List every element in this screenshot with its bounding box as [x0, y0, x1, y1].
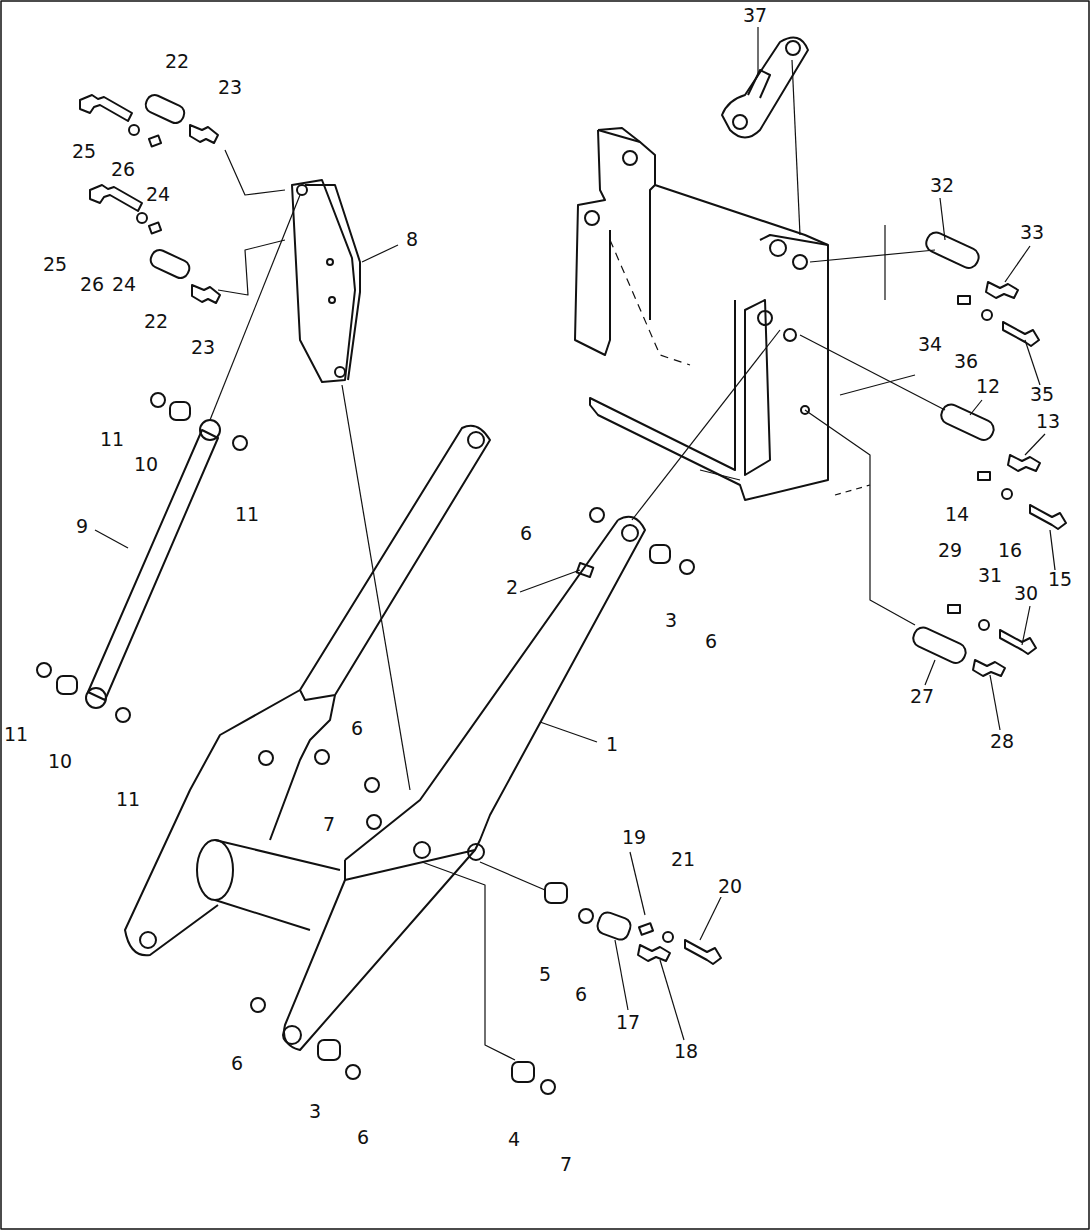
callout-number: 23	[190, 338, 216, 358]
callout-number: 9	[75, 517, 89, 537]
callout-number: 37	[742, 6, 768, 26]
callout-number: 36	[953, 352, 979, 372]
callout-number: 34	[917, 335, 943, 355]
callout-number: 21	[670, 850, 696, 870]
leader-lines	[95, 27, 1055, 1040]
callout-number: 3	[664, 611, 678, 631]
callout-number: 6	[574, 985, 588, 1005]
callout-number: 35	[1029, 385, 1055, 405]
callout-number: 15	[1047, 570, 1073, 590]
callout-number: 3	[308, 1102, 322, 1122]
pins	[800, 225, 1066, 676]
callout-number: 8	[405, 230, 419, 250]
callout-number: 13	[1035, 412, 1061, 432]
callout-number: 25	[71, 142, 97, 162]
callout-number: 24	[111, 275, 137, 295]
lever	[125, 426, 490, 956]
callout-number: 30	[1013, 584, 1039, 604]
callout-number: 6	[519, 524, 533, 544]
callout-number: 18	[673, 1042, 699, 1062]
callout-number: 27	[909, 687, 935, 707]
callout-number: 6	[356, 1128, 370, 1148]
callout-number: 7	[559, 1155, 573, 1175]
callout-number: 7	[322, 815, 336, 835]
callout-number: 22	[164, 52, 190, 72]
callout-number: 29	[937, 541, 963, 561]
callout-number: 10	[47, 752, 73, 772]
callout-number: 31	[977, 566, 1003, 586]
callout-number: 33	[1019, 223, 1045, 243]
link-plate	[722, 38, 808, 236]
callout-number: 11	[115, 790, 141, 810]
callout-number: 4	[507, 1130, 521, 1150]
callout-number: 26	[79, 275, 105, 295]
rod	[37, 393, 247, 722]
callout-number: 6	[704, 632, 718, 652]
callout-number: 11	[99, 430, 125, 450]
callout-number: 6	[230, 1054, 244, 1074]
callout-number: 28	[989, 732, 1015, 752]
callout-number: 6	[350, 719, 364, 739]
callout-number: 12	[975, 377, 1001, 397]
callout-number: 11	[3, 725, 29, 745]
callout-number: 2	[505, 578, 519, 598]
callout-number: 19	[621, 828, 647, 848]
callout-number: 16	[997, 541, 1023, 561]
callout-number: 26	[110, 160, 136, 180]
callout-number: 32	[929, 176, 955, 196]
pins	[80, 92, 220, 303]
callout-number: 22	[143, 312, 169, 332]
plate	[210, 150, 410, 790]
callout-number: 25	[42, 255, 68, 275]
callout-number: 10	[133, 455, 159, 475]
lever	[251, 330, 780, 1094]
callout-number: 23	[217, 78, 243, 98]
callout-number: 1	[605, 735, 619, 755]
callout-number: 11	[234, 505, 260, 525]
callout-number: 17	[615, 1013, 641, 1033]
callout-number: 20	[717, 877, 743, 897]
callout-number: 5	[538, 965, 552, 985]
callout-number: 24	[145, 185, 171, 205]
bracket	[575, 128, 915, 500]
callout-number: 14	[944, 505, 970, 525]
